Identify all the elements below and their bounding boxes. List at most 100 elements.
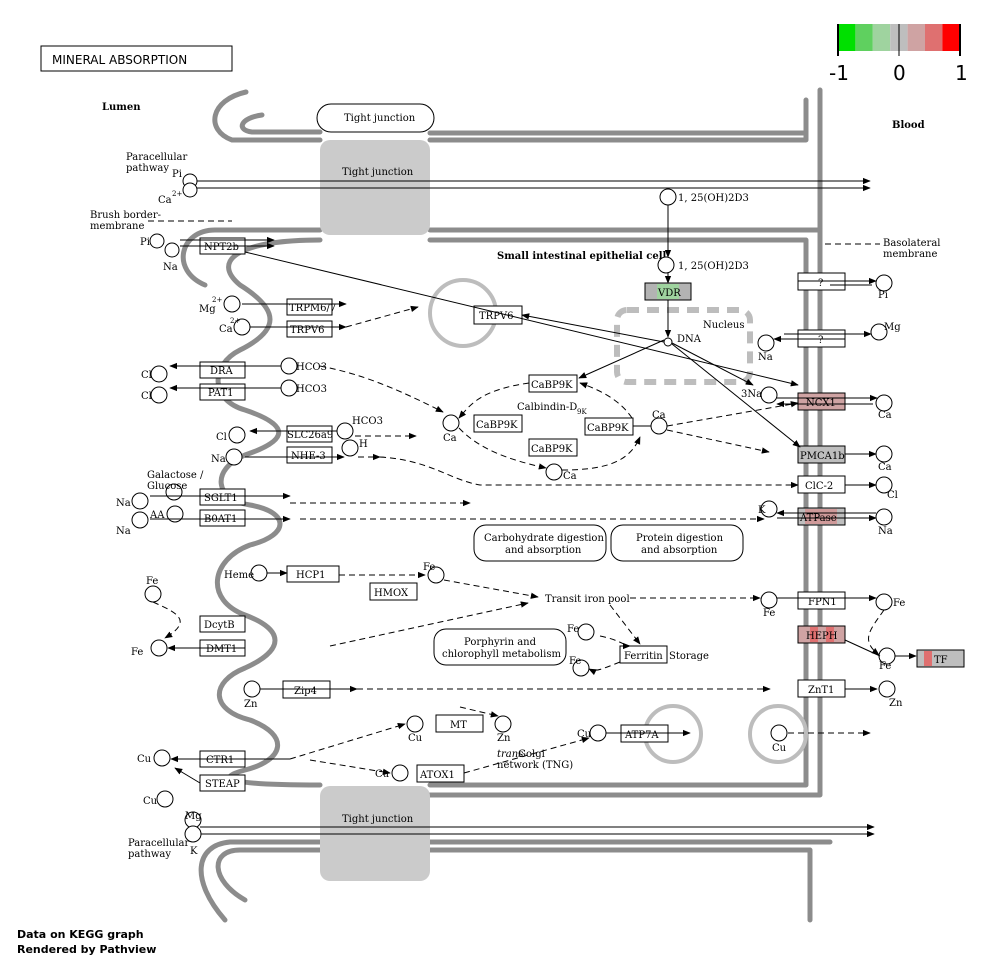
svg-text:Paracellular: Paracellular bbox=[128, 838, 189, 849]
gene-PAT1[interactable]: PAT1 bbox=[199, 383, 246, 401]
compound-AA[interactable]: AA bbox=[149, 505, 184, 523]
gene-CaBP9K-bottom[interactable]: CaBP9K bbox=[528, 438, 578, 457]
gene-TF[interactable]: TF bbox=[916, 649, 965, 668]
brush-border-label: Brush border- membrane bbox=[90, 210, 232, 232]
gene-ATPase[interactable]: ATPase bbox=[797, 507, 846, 526]
gene-HCP1[interactable]: HCP1 bbox=[286, 565, 340, 583]
compound-K-ATPase[interactable]: K bbox=[758, 500, 778, 518]
gene-STEAP[interactable]: STEAP bbox=[199, 774, 246, 792]
svg-text:Basolateral: Basolateral bbox=[883, 238, 941, 249]
svg-text:Cl: Cl bbox=[887, 490, 898, 501]
compound-Pi-NPT2b[interactable]: Pi bbox=[140, 233, 165, 249]
gene-TRPM67[interactable]: TRPM6/7 bbox=[286, 298, 336, 316]
gene-Ferritin[interactable]: Ferritin bbox=[619, 645, 668, 664]
gene-HEPH[interactable]: HEPH bbox=[797, 625, 846, 644]
gene-ATOX1[interactable]: ATOX1 bbox=[416, 764, 465, 783]
compound-Mg-bottom[interactable]: Mg bbox=[184, 811, 202, 829]
compound-Cl-SLC26a9[interactable]: Cl bbox=[216, 426, 246, 444]
compound-Fe2-lumen[interactable]: Fe bbox=[131, 639, 168, 658]
compound-HCO3-SLC26a9[interactable]: HCO3 bbox=[336, 416, 383, 440]
compound-Na-ATPase[interactable]: Na bbox=[875, 508, 893, 537]
gene-HMOX[interactable]: HMOX bbox=[369, 582, 418, 601]
svg-text:Fe: Fe bbox=[893, 598, 905, 609]
compound-Ca-NCX1[interactable]: Ca bbox=[875, 394, 893, 421]
compound-H-NHE3[interactable]: H bbox=[341, 439, 368, 457]
svg-text:Tight junction: Tight junction bbox=[342, 814, 414, 825]
compound-Fe2-FPN1-out[interactable]: Fe bbox=[875, 593, 905, 611]
compound-Na-B0AT1[interactable]: Na bbox=[116, 511, 149, 537]
compound-Ca-calbindin-right[interactable]: Ca bbox=[650, 410, 668, 435]
legend-tick-mid: 0 bbox=[893, 61, 906, 85]
gene-NCX1[interactable]: NCX1 bbox=[797, 392, 846, 411]
gene-DRA[interactable]: DRA bbox=[199, 361, 246, 379]
compound-Mg-blood[interactable]: Mg bbox=[870, 322, 901, 341]
compound-Na-NPT2b[interactable]: Na bbox=[163, 242, 180, 273]
basolateral-label: Basolateral membrane bbox=[825, 238, 941, 260]
compound-HCO3-PAT1[interactable]: HCO3 bbox=[280, 379, 327, 397]
compound-Cl-PAT1[interactable]: Cl bbox=[141, 386, 168, 404]
gene-CaBP9K-left[interactable]: CaBP9K bbox=[473, 414, 523, 433]
gene-FPN1[interactable]: FPN1 bbox=[797, 591, 846, 610]
compound-K-bottom[interactable]: K bbox=[184, 825, 202, 857]
compound-Cu-ATOX1[interactable]: Cu bbox=[375, 764, 409, 782]
compound-Zn-MT[interactable]: Zn bbox=[494, 715, 512, 744]
gene-NHE3[interactable]: NHE-3 bbox=[286, 446, 333, 464]
compound-heme[interactable]: Heme bbox=[224, 564, 268, 582]
compound-Ca-TRPV6[interactable]: Ca2+ bbox=[219, 317, 251, 336]
compound-Pi-blood[interactable]: Pi bbox=[875, 274, 893, 301]
compound-Fe2-HCP1[interactable]: Fe bbox=[423, 562, 445, 584]
compound-Na-SGLT1[interactable]: Na bbox=[116, 492, 149, 510]
compound-Cu-MT[interactable]: Cu bbox=[406, 715, 424, 744]
compound-Cu-CTR1[interactable]: Cu bbox=[137, 749, 171, 767]
compound-Fe2-FPN1-in[interactable]: Fe bbox=[760, 591, 778, 619]
gene-PMCA1b[interactable]: PMCA1b bbox=[797, 445, 846, 464]
svg-text:Protein digestion: Protein digestion bbox=[636, 533, 724, 544]
compound-Zn-ZnT1[interactable]: Zn bbox=[878, 680, 903, 709]
compound-Fe3-lumen[interactable]: Fe bbox=[144, 576, 162, 603]
compound-vitD-top[interactable]: 1, 25(OH)2D3 bbox=[659, 188, 749, 206]
svg-text:K: K bbox=[190, 846, 198, 857]
compound-Cu-vesicle[interactable]: Cu bbox=[770, 724, 788, 754]
svg-text:HEPH: HEPH bbox=[806, 631, 838, 642]
compound-Ca-cell[interactable]: Ca bbox=[442, 414, 460, 444]
svg-text:Na: Na bbox=[163, 262, 178, 273]
compound-Mg-TRPM[interactable]: Mg2+ bbox=[199, 295, 241, 315]
compound-Ca-calbindin[interactable]: Ca bbox=[545, 463, 577, 482]
compound-Na-NHE3[interactable]: Na bbox=[211, 448, 243, 466]
compound-Fe2-pool[interactable]: Fe bbox=[567, 623, 595, 641]
compound-Cu-STEAP[interactable]: Cu bbox=[143, 790, 174, 808]
color-legend: -1 0 1 bbox=[829, 24, 968, 85]
gene-MT[interactable]: MT bbox=[435, 714, 484, 733]
compound-Ca-PMCA1b[interactable]: Ca bbox=[875, 445, 893, 473]
svg-text:and absorption: and absorption bbox=[505, 545, 582, 556]
gene-TRPV6-cell[interactable]: TRPV6 bbox=[473, 305, 523, 325]
compound-Ca-paracellular[interactable]: Ca2+ bbox=[158, 182, 198, 206]
gene-ZnT1[interactable]: ZnT1 bbox=[797, 679, 846, 698]
gene-ClC2[interactable]: ClC-2 bbox=[797, 475, 846, 494]
compound-Na-unknown[interactable]: Na bbox=[757, 334, 775, 363]
compound-3Na-NCX1[interactable]: 3Na bbox=[741, 386, 778, 404]
storage-label: Storage bbox=[669, 651, 709, 662]
compound-Cl-ClC2[interactable]: Cl bbox=[875, 476, 898, 501]
gene-CaBP9K-right[interactable]: CaBP9K bbox=[584, 417, 634, 436]
gene-B0AT1[interactable]: B0AT1 bbox=[199, 509, 246, 527]
gene-SLC26a9[interactable]: SLC26a9 bbox=[286, 425, 333, 443]
compound-Cl-DRA[interactable]: Cl bbox=[141, 365, 168, 383]
gene-SGLT1[interactable]: SGLT1 bbox=[199, 488, 246, 506]
gene-TRPV6-membrane[interactable]: TRPV6 bbox=[286, 320, 333, 338]
svg-text:Pi: Pi bbox=[878, 290, 888, 301]
compound-Fe3-pool[interactable]: Fe bbox=[569, 656, 590, 677]
compound-Zn-lumen[interactable]: Zn bbox=[243, 680, 261, 710]
svg-text:ATOX1: ATOX1 bbox=[419, 770, 455, 781]
compound-DNA[interactable]: DNA bbox=[663, 334, 702, 347]
gene-DcytB[interactable]: DcytB bbox=[199, 615, 246, 633]
compound-vitD-mid[interactable]: 1, 25(OH)2D3 bbox=[657, 256, 749, 274]
gene-VDR[interactable]: VDR bbox=[644, 282, 692, 301]
gene-CaBP9K-top[interactable]: CaBP9K bbox=[528, 374, 578, 393]
compound-Fe3-TF[interactable]: Fe bbox=[878, 647, 896, 672]
compound-Cu-ATP7A[interactable]: Cu bbox=[577, 724, 607, 742]
svg-text:2+: 2+ bbox=[172, 190, 182, 198]
